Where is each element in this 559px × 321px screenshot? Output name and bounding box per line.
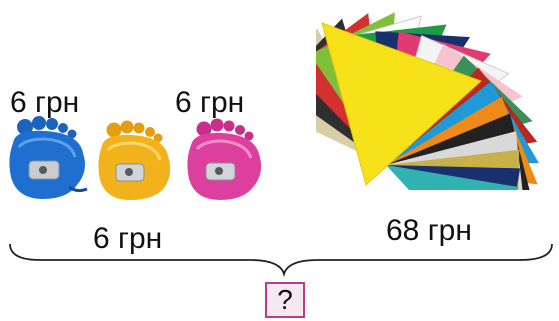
curly-brace-icon [9,243,553,278]
colored-paper-icon [316,12,539,190]
blue-sharpener-icon [9,116,88,199]
price-label-1: 6 грн [10,86,80,119]
pink-sharpener-icon [187,118,262,200]
answer-box[interactable]: ? [265,282,305,318]
price-label-2: 6 грн [175,86,245,119]
question-mark: ? [277,284,293,315]
price-label-paper: 68 грн [386,214,472,247]
price-label-3: 6 грн [93,222,163,255]
yellow-sharpener-icon [98,120,171,200]
